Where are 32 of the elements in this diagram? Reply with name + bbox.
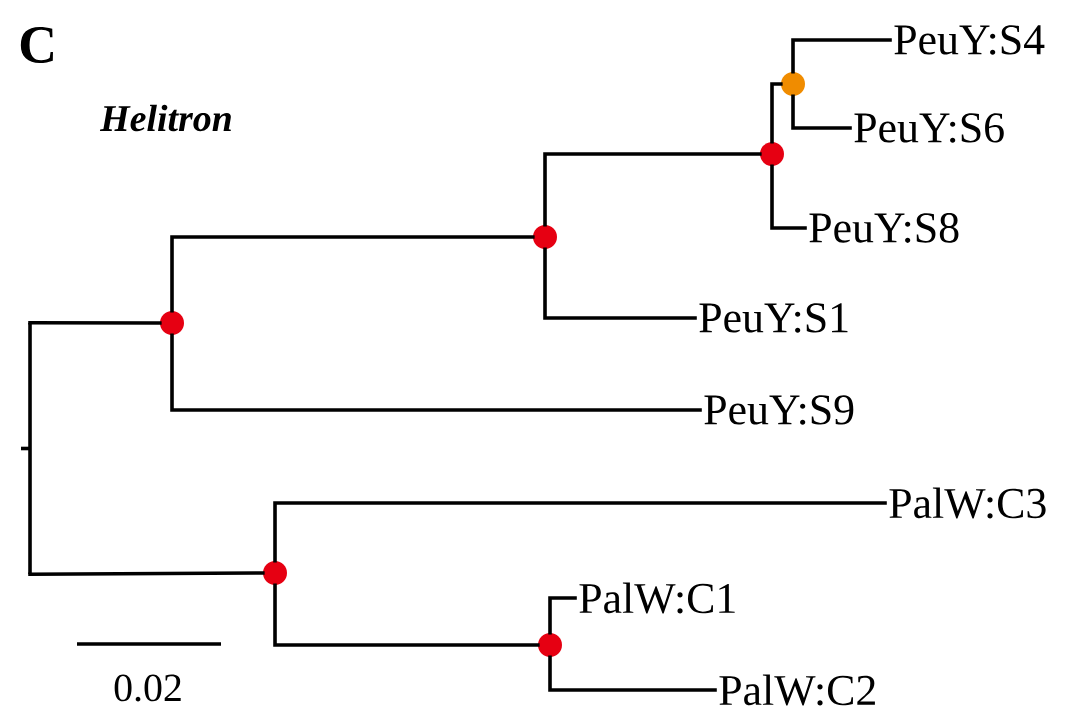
node-dot [533,225,557,249]
branch-line [543,247,697,320]
leaf-label: PalW:C3 [889,487,1046,519]
branch-line [791,38,892,74]
node-dot [263,561,287,585]
branch-line [770,164,807,230]
leaf-label: PeuY:S1 [699,303,848,333]
scale-value: 0.02 [114,674,181,702]
branch-line [548,655,717,692]
node-dot [160,311,184,335]
clade-name: Helitron [99,104,231,132]
branch-line [28,571,265,576]
panel-letter: C [20,26,53,64]
branch-line [28,321,162,325]
leaf-label: PeuY:S8 [809,213,959,243]
branch-line [170,235,535,313]
root-branch [21,323,32,574]
branch-line [170,333,702,412]
branch-line [273,583,540,647]
leaf-label: PeuY:S9 [704,395,854,425]
leaf-label: PeuY:S4 [894,25,1045,55]
leaf-label: PalW:C1 [579,582,735,614]
node-dot [760,142,784,166]
leaf-label: PalW:C2 [719,674,875,706]
branch-line [273,501,887,563]
branch-line [770,82,783,144]
node-dot [781,72,805,96]
branch-line [543,152,762,227]
branch-line [548,596,577,635]
node-dot [538,633,562,657]
leaf-label: PeuY:S6 [854,113,1004,143]
branch-line [791,94,852,130]
